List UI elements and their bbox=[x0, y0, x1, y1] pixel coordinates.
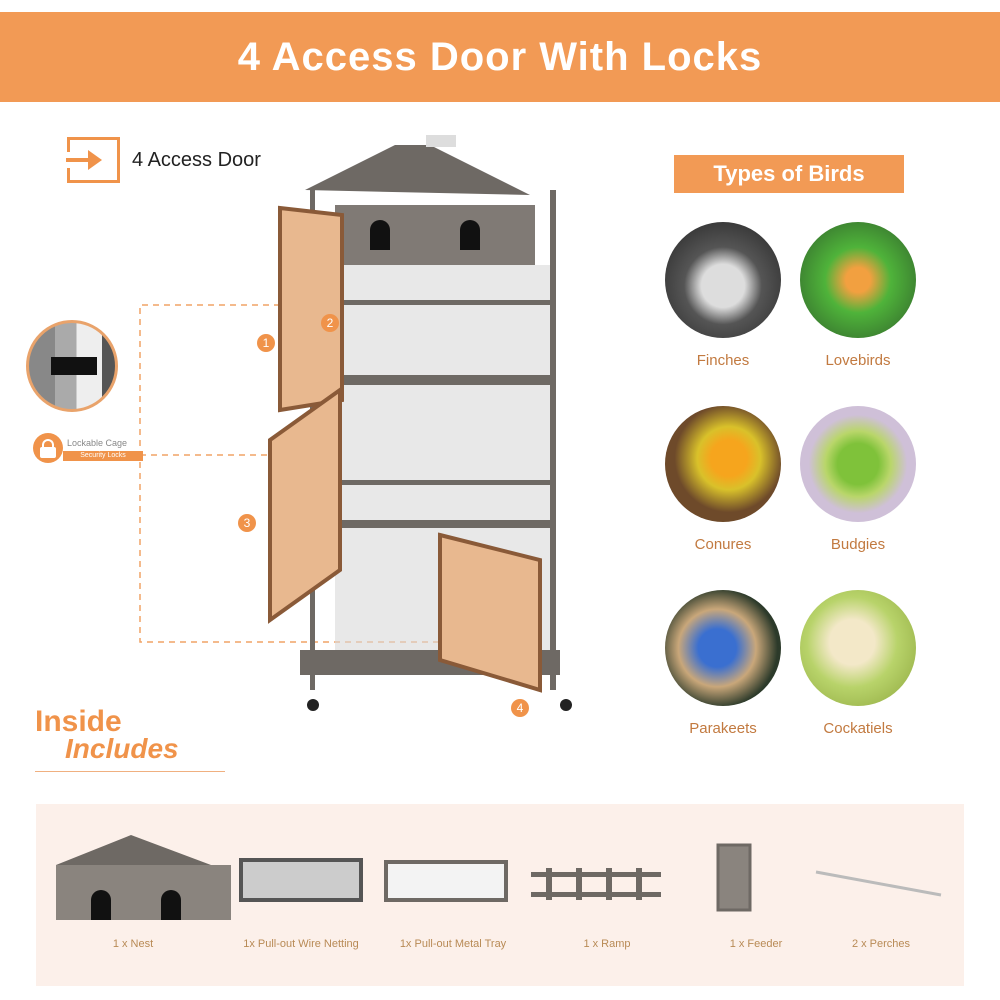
bird-cockatiels: Cockatiels bbox=[800, 590, 916, 737]
lock-subtitle: Security Locks bbox=[63, 451, 143, 461]
conures-image bbox=[665, 406, 781, 522]
bird-lovebirds: Lovebirds bbox=[800, 222, 916, 369]
budgies-image bbox=[800, 406, 916, 522]
bird-types-heading: Types of Birds bbox=[674, 155, 904, 193]
door-number-4: 4 bbox=[511, 699, 529, 717]
inside-line2: Includes bbox=[65, 733, 179, 764]
door-number-3: 3 bbox=[238, 514, 256, 532]
item-perches: 2 x Perches bbox=[851, 938, 911, 950]
door-number-2: 2 bbox=[321, 314, 339, 332]
inside-line1: Inside bbox=[35, 705, 122, 738]
door-enter-icon bbox=[66, 137, 120, 183]
item-ramp: 1 x Ramp bbox=[583, 938, 631, 950]
bird-label: Budgies bbox=[830, 536, 886, 553]
item-wire-netting: 1x Pull-out Wire Netting bbox=[243, 938, 359, 950]
bird-conures: Conures bbox=[665, 406, 781, 553]
bird-label: Conures bbox=[694, 536, 752, 553]
access-door-text: 4 Access Door bbox=[132, 148, 261, 171]
cockatiels-image bbox=[800, 590, 916, 706]
access-door-label: 4 Access Door bbox=[66, 137, 261, 183]
door-number-1: 1 bbox=[257, 334, 275, 352]
lock-title: Lockable Cage bbox=[67, 438, 128, 448]
lock-icon bbox=[33, 433, 63, 463]
item-feeder: 1 x Feeder bbox=[729, 938, 783, 950]
item-metal-tray: 1x Pull-out Metal Tray bbox=[399, 938, 507, 950]
bird-parakeets: Parakeets bbox=[665, 590, 781, 737]
bird-cage-image bbox=[139, 135, 572, 711]
bird-label: Lovebirds bbox=[825, 352, 891, 369]
bird-label: Parakeets bbox=[689, 720, 757, 737]
parakeets-image bbox=[665, 590, 781, 706]
inside-includes-heading: Inside Includes bbox=[35, 705, 225, 772]
lock-closeup-image bbox=[26, 320, 118, 412]
page-title: 4 Access Door With Locks bbox=[0, 12, 1000, 102]
finches-image bbox=[665, 222, 781, 338]
bird-finches: Finches bbox=[665, 222, 781, 369]
item-nest: 1 x Nest bbox=[112, 938, 154, 950]
bird-budgies: Budgies bbox=[800, 406, 916, 553]
bird-label: Cockatiels bbox=[823, 720, 893, 737]
included-items-images bbox=[56, 835, 942, 920]
lovebirds-image bbox=[800, 222, 916, 338]
bird-label: Finches bbox=[696, 352, 750, 369]
